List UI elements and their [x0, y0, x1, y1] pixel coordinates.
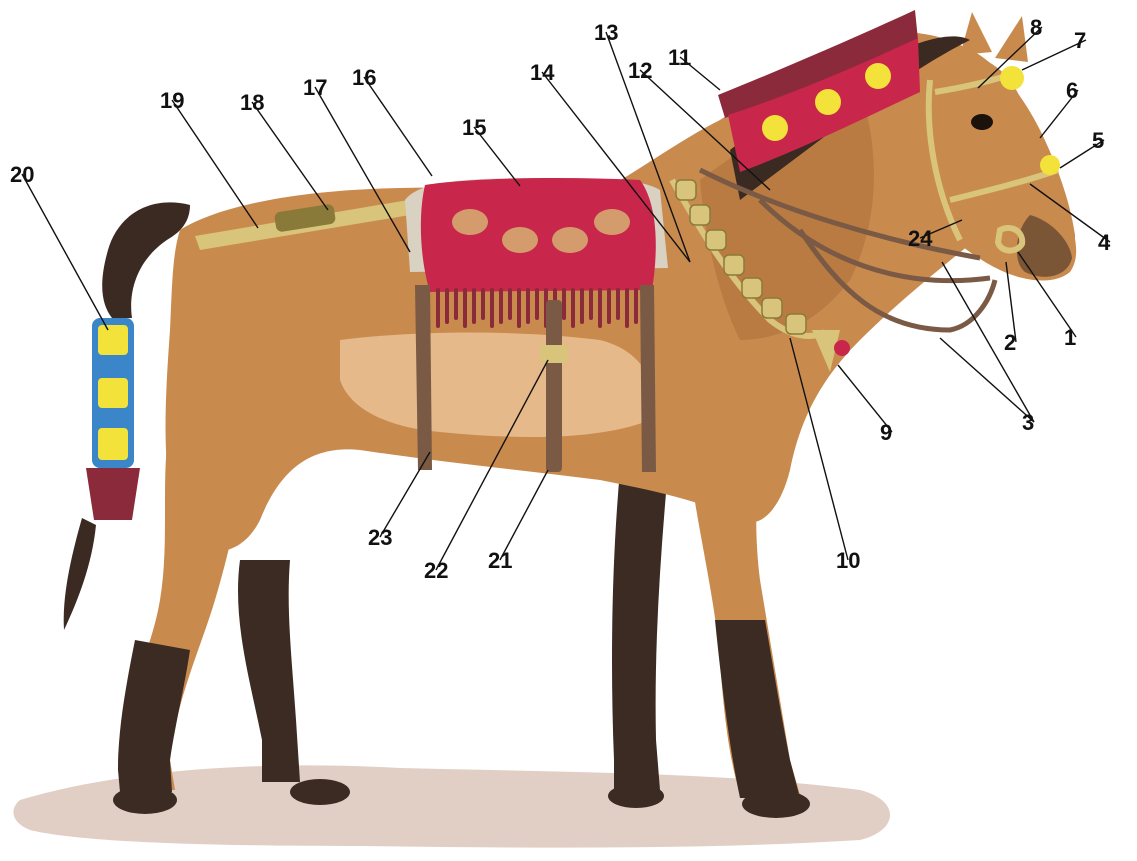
saddle-fringe-strand — [526, 288, 530, 324]
hind-leg-near-lower — [118, 640, 190, 792]
saddle-fringe-strand — [589, 288, 593, 320]
saddle-fringe-strand — [454, 288, 458, 320]
saddle-fringe-strand — [445, 288, 449, 324]
girth-buckle — [540, 345, 568, 363]
mane-cover-motif — [815, 89, 841, 115]
saddle-fringe-strand — [616, 288, 620, 320]
callout-label-2: 2 — [1004, 330, 1016, 355]
callout-label-21: 21 — [488, 548, 512, 573]
callout-label-5: 5 — [1092, 128, 1104, 153]
breast-collar-plaque — [724, 255, 744, 275]
hoof-hind-far — [290, 779, 350, 805]
callout-label-11: 11 — [668, 45, 691, 70]
girth-strap — [546, 300, 562, 472]
callout-label-14: 14 — [530, 60, 555, 85]
tail-end-hair — [64, 518, 96, 630]
callout-label-16: 16 — [352, 65, 376, 90]
ear-right — [995, 16, 1028, 62]
callout-label-3: 3 — [1022, 410, 1034, 435]
saddle-fringe-strand — [607, 288, 611, 324]
saddle-motif — [452, 209, 488, 235]
callout-label-9: 9 — [880, 420, 892, 445]
callout-label-15: 15 — [462, 115, 486, 140]
saddle-fringe-strand — [571, 288, 575, 328]
callout-label-23: 23 — [368, 525, 392, 550]
fore-leg-near-lower — [715, 620, 800, 798]
breast-pendant-tassel — [834, 340, 850, 356]
saddle-fringe-strand — [634, 288, 638, 324]
saddle-fringe-strand — [535, 288, 539, 320]
leader-line-21 — [500, 470, 548, 560]
callout-label-20: 20 — [10, 162, 34, 187]
breast-collar-plaque — [706, 230, 726, 250]
callout-label-12: 12 — [628, 58, 652, 83]
saddle-motif — [552, 227, 588, 253]
ear-left — [960, 12, 992, 55]
callout-label-19: 19 — [160, 88, 184, 113]
bridle-nose-ornament — [1040, 155, 1060, 175]
callout-label-24: 24 — [908, 226, 933, 251]
callout-label-22: 22 — [424, 558, 448, 583]
breast-collar-plaque — [742, 278, 762, 298]
callout-label-13: 13 — [594, 20, 618, 45]
saddle-fringe-strand — [463, 288, 467, 328]
callout-label-4: 4 — [1098, 230, 1111, 255]
callout-label-7: 7 — [1074, 28, 1086, 53]
saddle-fringe-strand — [490, 288, 494, 328]
callout-label-18: 18 — [240, 90, 264, 115]
callout-label-6: 6 — [1066, 78, 1078, 103]
mane-cover-motif — [865, 63, 891, 89]
breast-collar-plaque — [786, 314, 806, 334]
saddle-fringe-strand — [481, 288, 485, 320]
callout-label-10: 10 — [836, 548, 860, 573]
breast-collar-plaque — [676, 180, 696, 200]
hind-leg-far — [238, 560, 300, 782]
saddle-motif — [594, 209, 630, 235]
tail-sheath-panel-2 — [98, 378, 128, 408]
leader-line-3 — [940, 338, 1034, 422]
tail-tassel — [86, 468, 140, 520]
breast-collar-plaque — [690, 205, 710, 225]
leader-line-16 — [364, 77, 432, 176]
saddle-fringe-strand — [508, 288, 512, 320]
leader-line-20 — [22, 174, 108, 330]
callout-label-8: 8 — [1030, 15, 1042, 40]
tail-sheath-panel-3 — [98, 428, 128, 460]
hoof-hind-near — [113, 786, 177, 814]
leader-line-3-b — [942, 262, 1034, 422]
saddle-fringe-strand — [580, 288, 584, 324]
leader-line-18 — [252, 102, 328, 210]
saddle-fringe-strand — [562, 288, 566, 320]
saddle-fringe-strand — [598, 288, 602, 328]
breast-collar-plaque — [762, 298, 782, 318]
saddle-fringe-strand — [436, 288, 440, 328]
fore-leg-far — [612, 470, 668, 790]
hoof-fore-near — [742, 790, 810, 818]
callout-label-1: 1 — [1064, 325, 1076, 350]
saddle-fringe-strand — [517, 288, 521, 328]
eye — [971, 114, 993, 130]
saddle-strap-right — [640, 285, 656, 472]
saddle-fringe-strand — [499, 288, 503, 324]
mane-cover-motif — [762, 115, 788, 141]
saddle-cover — [421, 178, 656, 292]
saddle-fringe-strand — [472, 288, 476, 324]
hoof-fore-far — [608, 784, 664, 808]
tail-sheath-panel-1 — [98, 325, 128, 355]
bridle-forehead-ornament — [1000, 66, 1024, 90]
callout-label-17: 17 — [303, 75, 327, 100]
saddle-fringe-strand — [625, 288, 629, 328]
saddle-motif — [502, 227, 538, 253]
